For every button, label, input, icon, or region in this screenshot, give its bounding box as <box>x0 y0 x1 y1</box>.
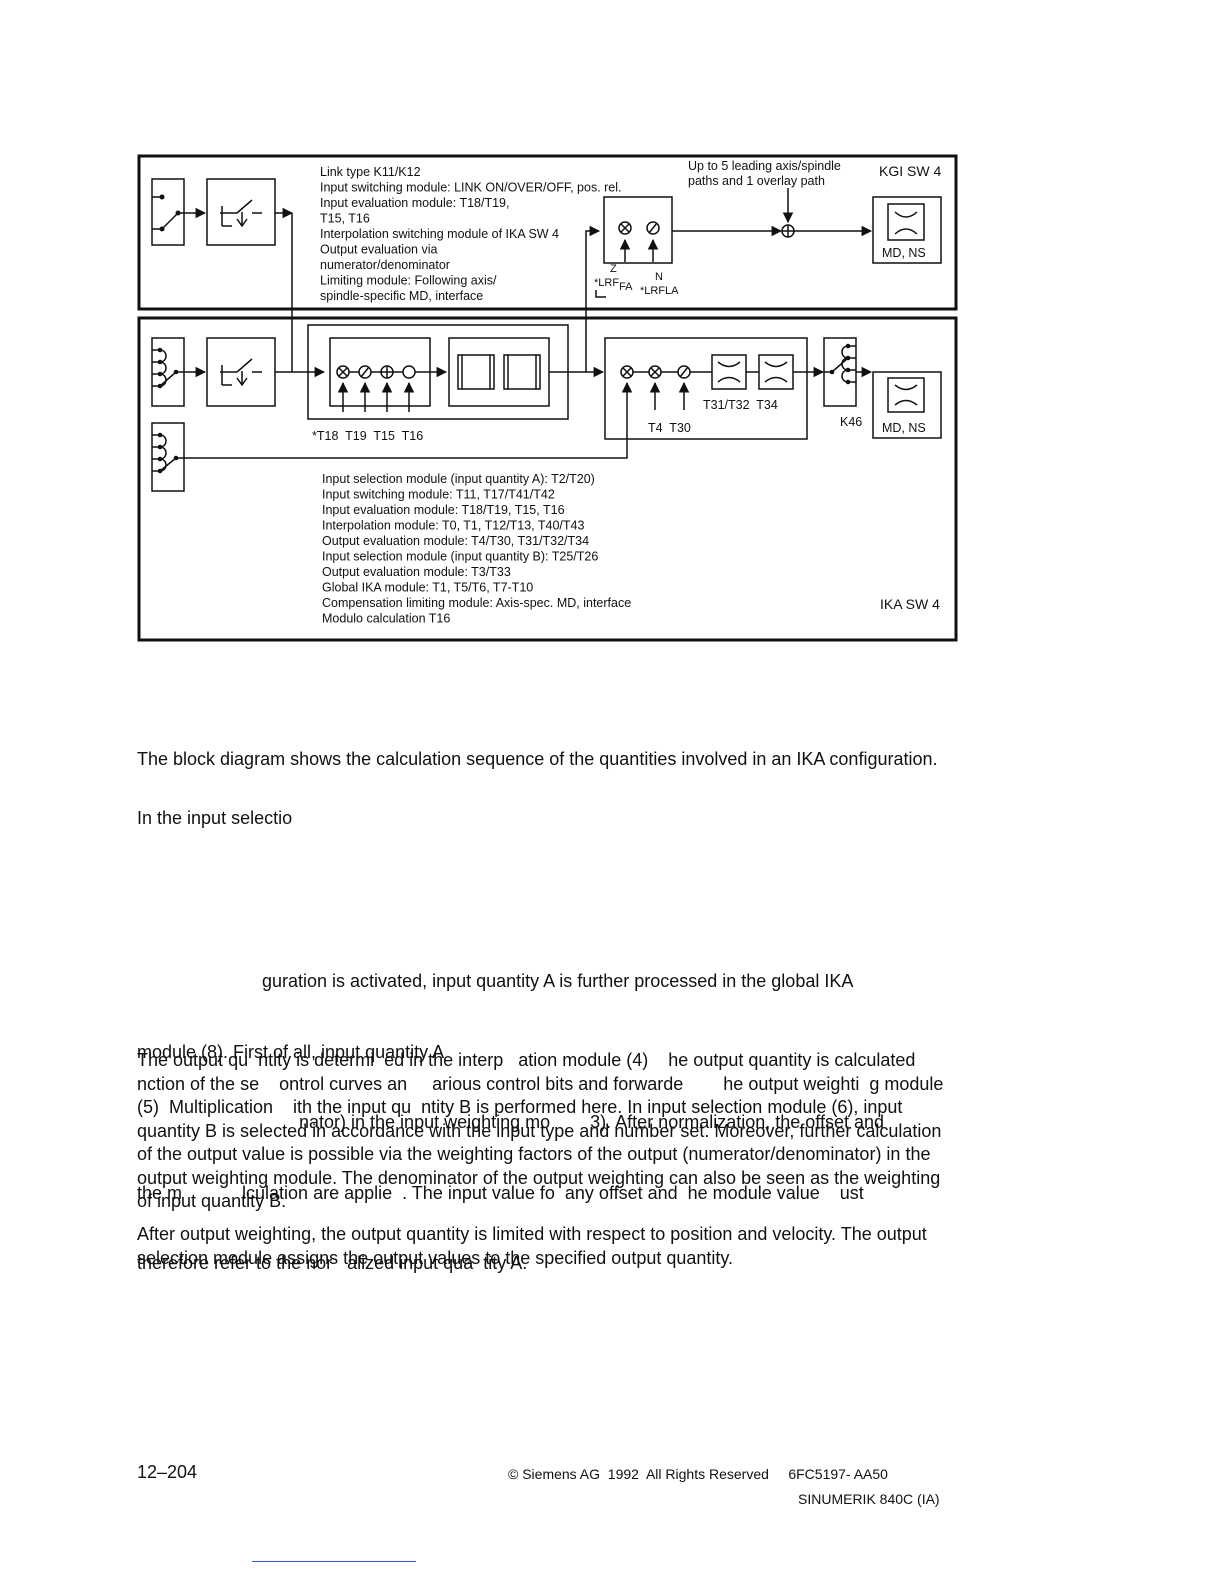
n-label: N <box>655 271 663 283</box>
input-switch-icon <box>206 178 276 246</box>
block-diagram: KGI SW 4 Link type K11/K12 Input switchi… <box>137 154 958 642</box>
limiter-icon <box>872 196 942 264</box>
top-note-line: Interpolation switching module of IKA SW… <box>320 227 559 241</box>
multiply-icon <box>336 365 350 379</box>
input-selection-switch-icon <box>151 337 185 407</box>
output-selection-switch-icon <box>823 337 857 407</box>
output-evaluation-box <box>604 337 808 440</box>
paragraph-output-weighting: After output weighting, the output quant… <box>137 1224 927 1268</box>
top-note-line: Link type K11/K12 <box>320 165 421 179</box>
t-labels: *T18 T19 T15 T16 <box>312 429 423 443</box>
paragraph-output-quantity: The output qu ntity is determi ed in the… <box>137 1050 976 1211</box>
page-number: 12–204 <box>137 1462 198 1482</box>
top-note-line: Input evaluation module: T18/T19, <box>320 196 509 210</box>
lrf-fa-label: *LRFFA <box>594 277 633 293</box>
numerator-denominator-box <box>603 196 673 264</box>
product-name: SINUMERIK 840C (IA) <box>798 1491 940 1507</box>
leading-note: Up to 5 leading axis/spindle paths and 1… <box>688 159 844 188</box>
paragraph-input-selection: In the input selectio <box>137 808 293 828</box>
sum-icon <box>781 224 795 238</box>
limiter-icon <box>711 354 747 390</box>
t31-t34-label: T31/T32 T34 <box>703 398 778 412</box>
ika-box <box>137 316 958 642</box>
multiply-icon <box>618 221 632 235</box>
multiply-icon <box>620 365 634 379</box>
k46-label: K46 <box>840 415 862 429</box>
lrf-la-label: *LRFLA <box>640 285 679 297</box>
top-note-line: numerator/denominator <box>320 258 450 272</box>
copyright: © Siemens AG 1992 All Rights Reserved 6F… <box>508 1466 888 1482</box>
md-ns-label-bottom: MD, NS <box>882 421 926 435</box>
kgi-label: KGI SW 4 <box>879 163 941 179</box>
top-note: Link type K11/K12 Input switching module… <box>320 165 625 303</box>
ika-label: IKA SW 4 <box>880 596 940 612</box>
paragraph-global-ika: guration is activated, input quantity A … <box>137 971 884 1273</box>
input-switch-icon <box>206 337 276 407</box>
top-note-line: Input switching module: LINK ON/OVER/OFF… <box>320 181 622 195</box>
top-note-line: spindle-specific MD, interface <box>320 289 483 303</box>
top-note-line: Output evaluation via <box>320 243 437 257</box>
divide-icon <box>646 221 660 235</box>
module-note: Input selection module (input quantity A… <box>322 472 635 626</box>
kgi-box <box>137 154 958 311</box>
input-b-selection-switch-icon <box>151 422 185 492</box>
md-ns-label-top: MD, NS <box>882 246 926 260</box>
top-note-line: Limiting module: Following axis/ <box>320 274 497 288</box>
t4-t30-label: T4 T30 <box>648 421 691 435</box>
paragraph-intro: The block diagram shows the calculation … <box>137 749 938 769</box>
interpolation-icon <box>448 337 550 407</box>
limiter-icon <box>758 354 794 390</box>
modulo-icon <box>402 365 416 379</box>
divide-icon <box>358 365 372 379</box>
z-label: Z <box>610 263 617 275</box>
sum-icon <box>380 365 394 379</box>
divide-icon <box>677 365 691 379</box>
top-note-line: T15, T16 <box>320 212 370 226</box>
limiter-icon <box>872 371 942 439</box>
link-underline[interactable] <box>252 1561 416 1562</box>
multiply-icon <box>648 365 662 379</box>
